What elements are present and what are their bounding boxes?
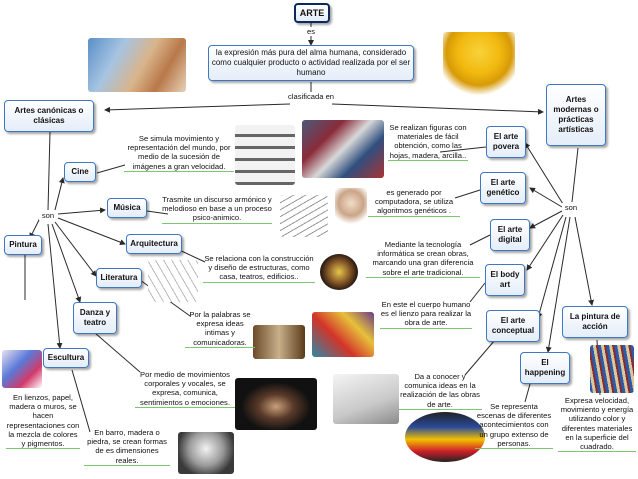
wire-son-povera [524,142,564,205]
arte-node[interactable]: ARTE [294,3,330,23]
book-image [253,325,305,359]
wire-son-pintura [29,217,41,239]
wire-son-digital [529,210,563,229]
happening-node[interactable]: El happening [520,352,570,384]
wire-son-escultura [47,223,63,349]
genetic-face-image [335,188,367,226]
pintura-accion-description: Expresa velocidad, movimiento y energía … [558,396,636,453]
arquitectura-description: Se relaciona con la construcción y diseñ… [203,254,315,283]
definition-node[interactable]: la expresión más pura del alma humana, c… [208,45,414,81]
creation-of-adam-image [88,38,186,92]
wire-son-arquitectura [57,217,126,245]
wire-son-body [526,214,564,271]
wire-clasicas-son [47,131,51,211]
arte-conceptual-description: Da a conocer y comunica ideas en la real… [398,372,482,410]
es-link-label: es [304,27,318,36]
wire-son-musica [57,207,106,215]
wire-to-modernas [331,103,544,115]
wire-son-danza [51,223,82,303]
arte-genetico-description: es generado por computadora, se utiliza … [368,188,460,217]
film-frames-image [235,125,295,185]
arte-digital-description: Mediante la tecnología informática se cr… [366,240,480,278]
wire-son-literatura [54,221,97,277]
musica-node[interactable]: Música [107,198,147,218]
pintura-node[interactable]: Pintura [4,235,42,255]
musica-description: Trasmite un discurso armónico y melodios… [162,195,272,224]
body-art-description: En este el cuerpo humano es el lienzo pa… [380,300,472,329]
arte-genetico-node[interactable]: El arte genético [480,172,526,204]
cine-description: Se simula movimiento y representación de… [124,134,234,172]
action-painting-image [590,345,634,393]
arquitectura-node[interactable]: Arquitectura [126,234,182,254]
pintura-description: En lienzos, papel, madera o muros, se ha… [6,393,80,450]
wire-son-accion [574,216,594,306]
happening-description: Se representa escenas de diferentes acon… [475,402,553,450]
pintura-painting-image [2,350,42,388]
escultura-node[interactable]: Escultura [43,348,89,368]
arte-conceptual-node[interactable]: El arte conceptual [486,310,540,342]
artes-clasicas-node[interactable]: Artes canónicas o clásicas [4,100,94,132]
music-notes-image [280,195,328,237]
architecture-sketch-image [148,260,198,302]
body-art-node[interactable]: El body art [485,264,525,296]
conceptual-art-image [333,374,399,424]
danza-node[interactable]: Danza y teatro [73,302,117,334]
golden-figure-sculpture-image [443,32,515,100]
wire-son-conceptual [536,216,567,319]
cine-node[interactable]: Cine [64,162,96,182]
escultura-description: En barro, madera o piedra, se crean form… [84,428,170,466]
digital-art-image [320,254,358,290]
dance-image [235,378,317,430]
arte-digital-node[interactable]: El arte digital [490,219,530,251]
wire-son-happening [545,216,571,353]
escultura-bust-image [178,432,234,474]
wire-son-cine [54,177,65,211]
clasificada-link-label: clasificada en [288,92,335,101]
happening-image [405,412,485,462]
povera-pile-image [302,120,384,178]
pintura-accion-node[interactable]: La pintura de acción [562,306,628,338]
arte-povera-description: Se realizan figuras con materiales de fá… [388,123,468,161]
wire-to-clasicas [104,103,291,113]
artes-modernas-node[interactable]: Artes modernas o prácticas artísticas [546,84,606,146]
wire-son-genetico [529,187,563,208]
wire-modernas-son [571,147,579,203]
literatura-node[interactable]: Literatura [96,268,142,288]
body-art-image [312,312,374,357]
son-left-link-label: son [39,211,57,220]
danza-description: Por medio de movimientos corporales y vo… [135,370,235,408]
son-right-link-label: son [562,203,580,212]
arte-povera-node[interactable]: El arte povera [486,126,526,158]
literatura-description: Por la palabras se expresa ideas intimas… [185,310,255,348]
